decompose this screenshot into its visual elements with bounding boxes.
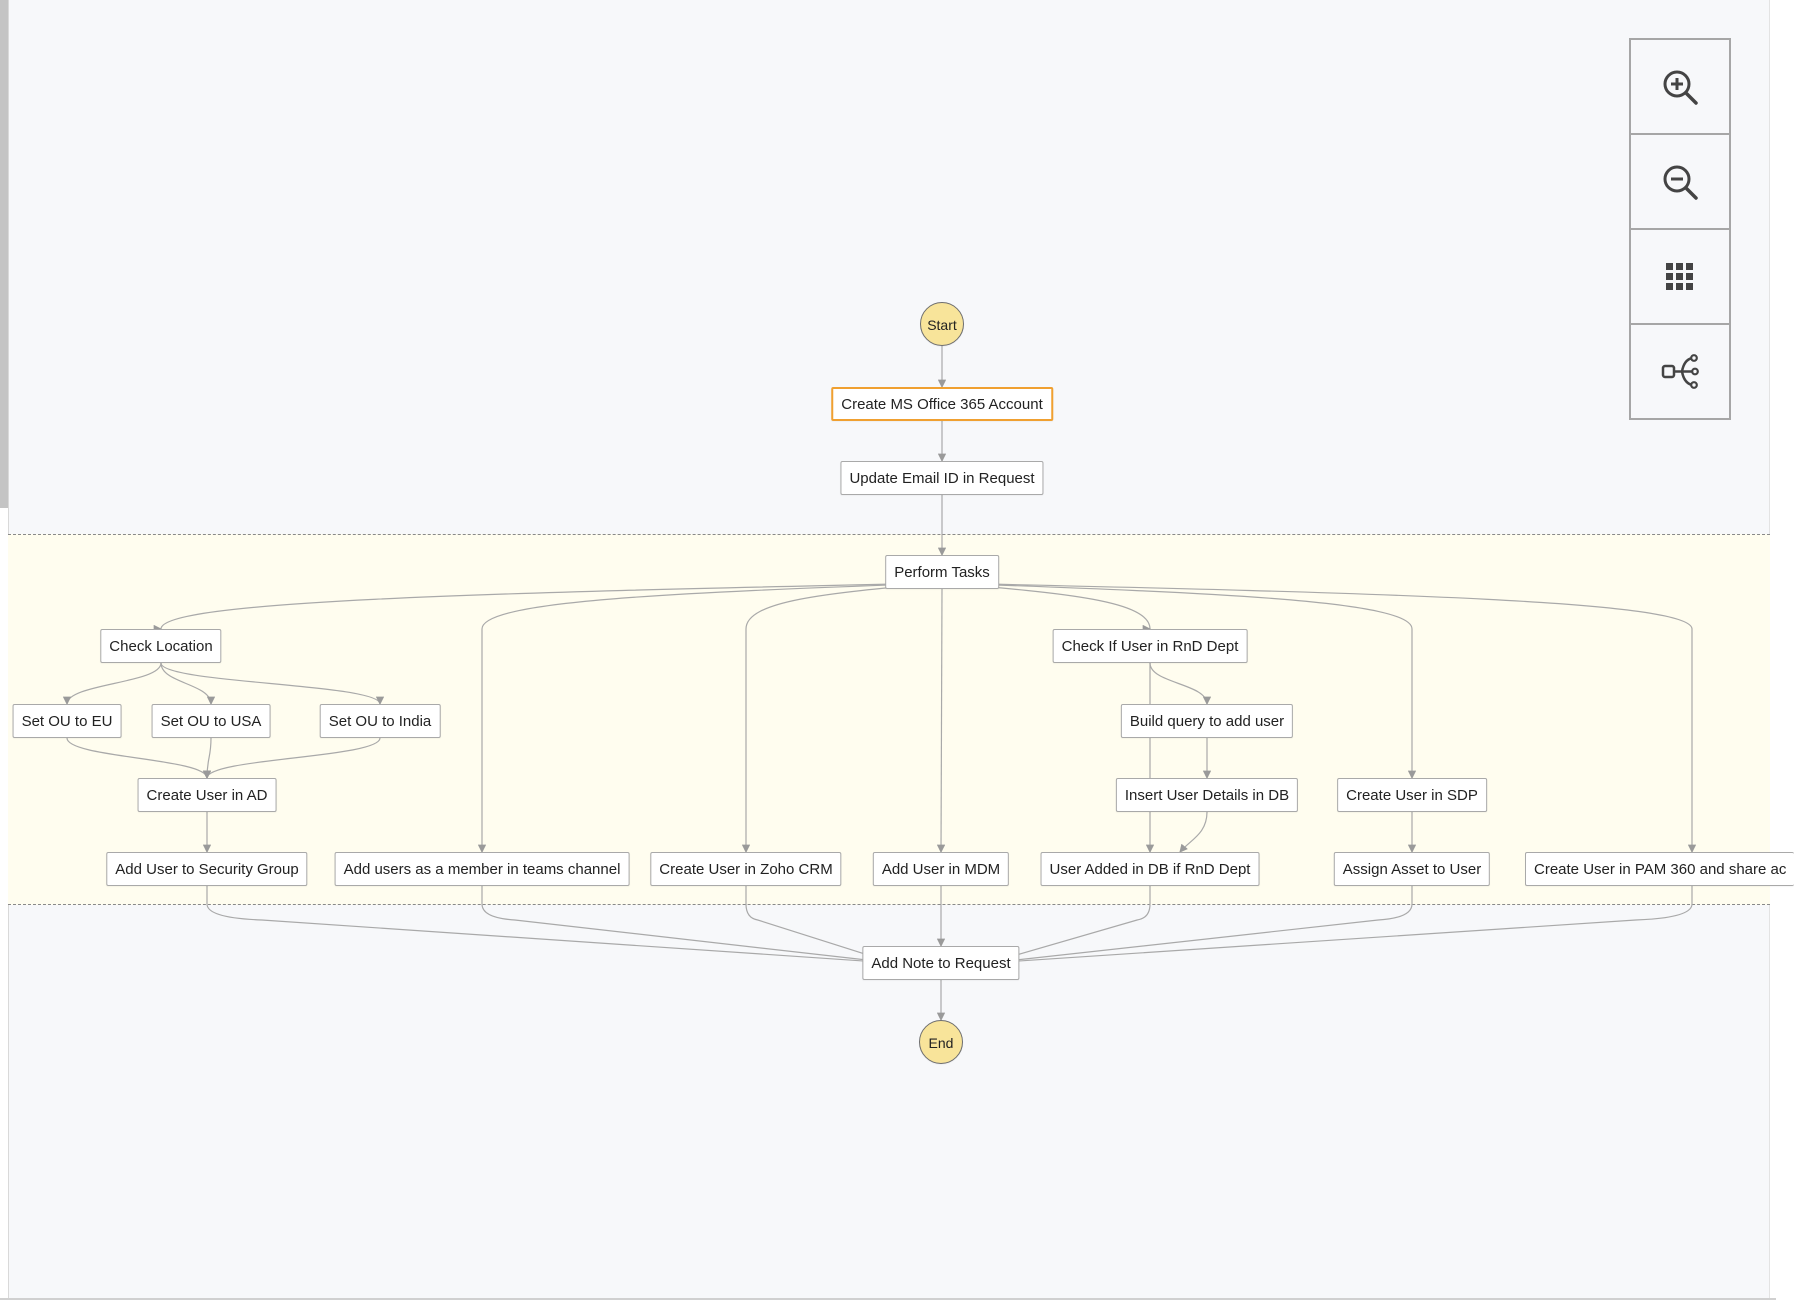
edge-zoho-to-add_note: [745, 886, 895, 965]
edge-check_loc-to-ou_eu: [62, 662, 162, 706]
grid-icon: [1666, 262, 1693, 290]
step-check-if-user-in-rnd-dept[interactable]: Check If User in RnD Dept: [1052, 629, 1248, 663]
edge-insert_db-to-added_db: [1179, 811, 1208, 853]
edge-ou_india-to-create_ad: [202, 737, 381, 780]
end-node[interactable]: End: [919, 1020, 963, 1064]
scrollbar-thumb[interactable]: [0, 0, 8, 508]
edge-add_teams-to-add_note: [481, 886, 895, 967]
parallel-tasks-region: [8, 534, 1770, 905]
step-add-user-in-mdm[interactable]: Add User in MDM: [872, 852, 1010, 886]
edge-check_loc-to-ou_india: [160, 662, 385, 706]
diagram-toolbar: [1629, 38, 1731, 420]
edge-check_loc-to-ou_usa: [160, 662, 216, 706]
edge-add_sec-to-add_note: [206, 886, 895, 967]
step-add-user-to-security-group[interactable]: Add User to Security Group: [106, 852, 308, 886]
step-perform-tasks[interactable]: Perform Tasks: [885, 555, 999, 589]
edge-ou_eu-to-create_ad: [66, 737, 212, 780]
edge-check_rnd-to-build_q: [1149, 662, 1212, 706]
edge-perform-to-add_teams: [477, 582, 943, 854]
step-insert-user-details-in-db[interactable]: Insert User Details in DB: [1115, 778, 1299, 812]
zoom-out-icon: [1663, 165, 1698, 200]
edge-perform-to-mdm: [936, 588, 946, 854]
edge-perform-to-check_loc: [156, 582, 943, 631]
step-add-users-to-teams-channel[interactable]: Add users as a member in teams channel: [334, 852, 630, 886]
edge-added_db-to-add_note: [987, 886, 1151, 965]
step-update-email-id-in-request[interactable]: Update Email ID in Request: [840, 461, 1044, 495]
step-create-user-in-ad[interactable]: Create User in AD: [137, 778, 277, 812]
step-create-user-in-zoho-crm[interactable]: Create User in Zoho CRM: [650, 852, 842, 886]
step-set-ou-to-india[interactable]: Set OU to India: [319, 704, 441, 738]
workflow-tree-icon: [1661, 353, 1699, 389]
step-add-note-to-request[interactable]: Add Note to Request: [862, 946, 1020, 980]
canvas-bottom-border: [0, 1298, 1776, 1300]
step-create-ms-office-365-account[interactable]: Create MS Office 365 Account: [831, 387, 1053, 421]
edge-ou_usa-to-create_ad: [202, 737, 212, 780]
zoom-in-button[interactable]: [1631, 40, 1729, 135]
step-set-ou-to-eu[interactable]: Set OU to EU: [12, 704, 122, 738]
edge-perform-to-pam: [941, 582, 1697, 854]
start-node[interactable]: Start: [920, 302, 964, 346]
edge-perform-to-zoho: [741, 582, 943, 854]
step-create-user-in-pam-360[interactable]: Create User in PAM 360 and share ac: [1525, 852, 1794, 886]
edge-perform-to-sdp: [941, 582, 1417, 780]
step-user-added-in-db-if-rnd-dept[interactable]: User Added in DB if RnD Dept: [1040, 852, 1260, 886]
step-assign-asset-to-user[interactable]: Assign Asset to User: [1333, 852, 1491, 886]
edge-pam-to-add_note: [987, 886, 1693, 967]
edge-asset-to-add_note: [987, 886, 1413, 967]
zoom-out-button[interactable]: [1631, 135, 1729, 230]
step-set-ou-to-usa[interactable]: Set OU to USA: [151, 704, 271, 738]
fit-view-button[interactable]: [1631, 230, 1729, 325]
step-check-location[interactable]: Check Location: [100, 629, 222, 663]
step-build-query-to-add-user[interactable]: Build query to add user: [1120, 704, 1294, 738]
layout-button[interactable]: [1631, 325, 1729, 418]
zoom-in-icon: [1663, 70, 1698, 105]
step-create-user-in-sdp[interactable]: Create User in SDP: [1337, 778, 1487, 812]
